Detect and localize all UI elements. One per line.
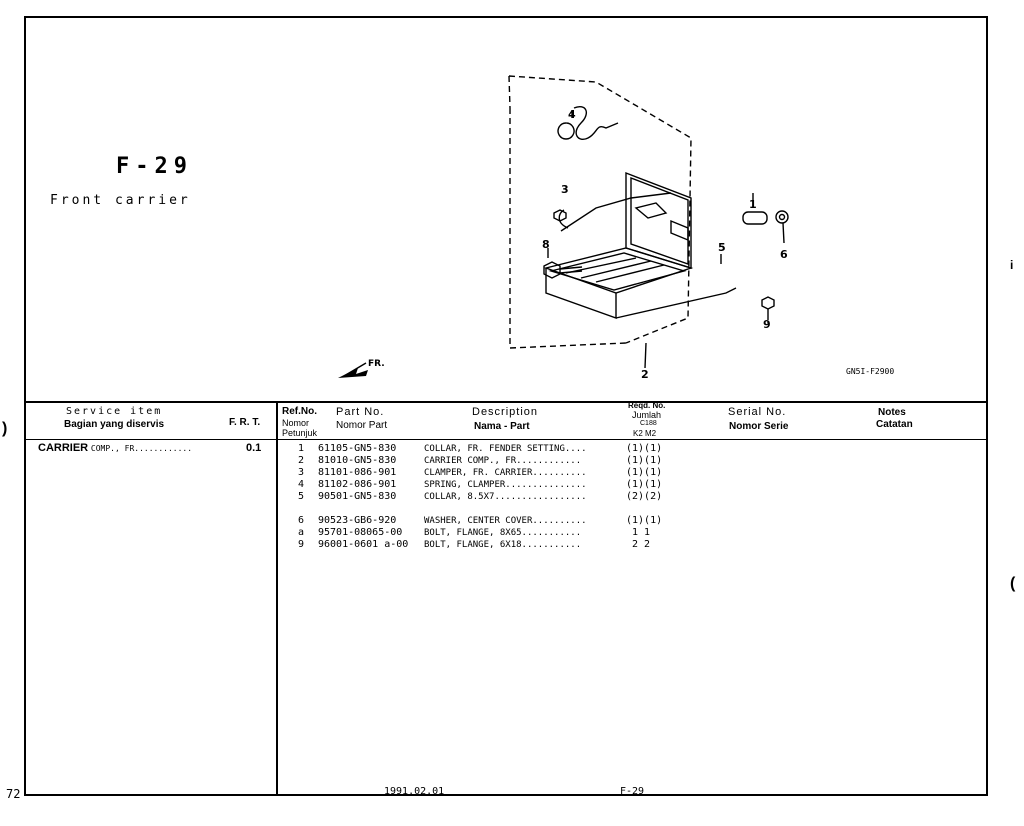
header-ref-no: Ref.No. bbox=[282, 406, 317, 417]
header-notes-id: Catatan bbox=[876, 419, 913, 430]
part-cell: 81101-086-901 bbox=[318, 467, 397, 478]
ref-cell: a bbox=[298, 527, 305, 538]
callout-label: 2 bbox=[641, 368, 649, 381]
qty-cell: (1)(1) bbox=[626, 443, 663, 454]
footer-figure-code: F-29 bbox=[620, 786, 645, 797]
service-item-detail: COMP., FR............ bbox=[90, 444, 193, 453]
page-frame: F-29 Front carrier bbox=[24, 16, 988, 797]
part-cell: 81010-GN5-830 bbox=[318, 455, 397, 466]
header-divider bbox=[26, 439, 986, 440]
service-item-row: CARRIER COMP., FR............ bbox=[38, 442, 192, 454]
column-divider bbox=[276, 401, 278, 796]
desc-cell: CARRIER COMP., FR............ bbox=[424, 456, 582, 466]
callout-label: 1 bbox=[749, 198, 757, 211]
figure-code: F-29 bbox=[116, 154, 193, 179]
header-reqd-sub: C188 bbox=[640, 420, 657, 427]
qty-cell: (1)(1) bbox=[626, 515, 663, 526]
qty-cell: 1 1 bbox=[632, 527, 651, 538]
header-reqd-cols: K2 M2 bbox=[633, 429, 657, 438]
header-description: Description bbox=[472, 406, 539, 418]
header-frt: F. R. T. bbox=[229, 417, 261, 428]
front-arrow-icon bbox=[338, 368, 368, 378]
part-cell: 81102-086-901 bbox=[318, 479, 397, 490]
ref-cell: 9 bbox=[298, 539, 305, 550]
desc-cell: COLLAR, FR. FENDER SETTING.... bbox=[424, 444, 587, 454]
header-part-no-id: Nomor Part bbox=[336, 420, 388, 431]
header-service-item-id: Bagian yang diservis bbox=[64, 419, 165, 430]
header-reqd-no-id: Jumlah bbox=[632, 410, 662, 420]
service-frt-value: 0.1 bbox=[246, 442, 262, 454]
section-divider bbox=[26, 401, 986, 403]
ref-cell: 1 bbox=[298, 443, 305, 454]
header-service-item: Service item bbox=[66, 406, 163, 417]
desc-cell: COLLAR, 8.5X7................. bbox=[424, 492, 587, 502]
drawing-code: GN5I-F2900 bbox=[846, 367, 894, 376]
qty-cell: (1)(1) bbox=[626, 467, 663, 478]
page-number: 72 bbox=[6, 787, 21, 801]
ref-cell: 6 bbox=[298, 515, 305, 526]
header-serial-no: Serial No. bbox=[728, 406, 787, 418]
desc-cell: BOLT, FLANGE, 6X18........... bbox=[424, 540, 582, 550]
desc-cell: BOLT, FLANGE, 8X65........... bbox=[424, 528, 582, 538]
desc-cell: SPRING, CLAMPER............... bbox=[424, 480, 587, 490]
page-edge-mark: ) bbox=[2, 420, 8, 437]
callout-label: 5 bbox=[718, 241, 726, 254]
qty-cell: (2)(2) bbox=[626, 491, 663, 502]
ref-cell: 5 bbox=[298, 491, 305, 502]
part-cell: 95701-08065-00 bbox=[318, 527, 403, 538]
page-edge-mark: ( bbox=[1010, 575, 1016, 592]
qty-cell: (1)(1) bbox=[626, 455, 663, 466]
part-cell: 90501-GN5-830 bbox=[318, 491, 397, 502]
header-serial-no-id: Nomor Serie bbox=[729, 421, 789, 432]
header-ref-no-id-2: Petunjuk bbox=[282, 428, 318, 438]
header-notes: Notes bbox=[878, 407, 906, 418]
issue-date: 1991.02.01 bbox=[384, 786, 445, 797]
part-cell: 90523-GB6-920 bbox=[318, 515, 397, 526]
header-part-no: Part No. bbox=[336, 406, 385, 418]
ref-cell: 2 bbox=[298, 455, 305, 466]
callout-label: 6 bbox=[780, 248, 788, 261]
figure-title: Front carrier bbox=[50, 193, 191, 208]
front-carrier-diagram: 4 3 1 6 8 5 9 2 FR. GN5I-F2900 bbox=[338, 75, 894, 381]
direction-label: FR. bbox=[368, 359, 385, 369]
callout-label: 8 bbox=[542, 238, 550, 251]
callout-label: 3 bbox=[561, 183, 569, 196]
callout-label: 4 bbox=[568, 108, 576, 121]
part-cell: 61105-GN5-830 bbox=[318, 443, 397, 454]
service-item-name: CARRIER bbox=[38, 442, 89, 454]
ref-cell: 4 bbox=[298, 479, 305, 490]
qty-cell: (1)(1) bbox=[626, 479, 663, 490]
ref-cell: 3 bbox=[298, 467, 305, 478]
desc-cell: CLAMPER, FR. CARRIER.......... bbox=[424, 468, 587, 478]
qty-cell: 2 2 bbox=[632, 539, 651, 550]
page-edge-mark: i bbox=[1010, 258, 1014, 272]
callout-label: 9 bbox=[763, 318, 771, 331]
header-ref-no-id-1: Nomor bbox=[282, 418, 310, 428]
desc-cell: WASHER, CENTER COVER.......... bbox=[424, 516, 587, 526]
part-cell: 96001-0601 a-00 bbox=[318, 539, 409, 550]
header-reqd-no: Reqd. No. bbox=[628, 401, 666, 410]
header-description-id: Nama - Part bbox=[474, 421, 530, 432]
